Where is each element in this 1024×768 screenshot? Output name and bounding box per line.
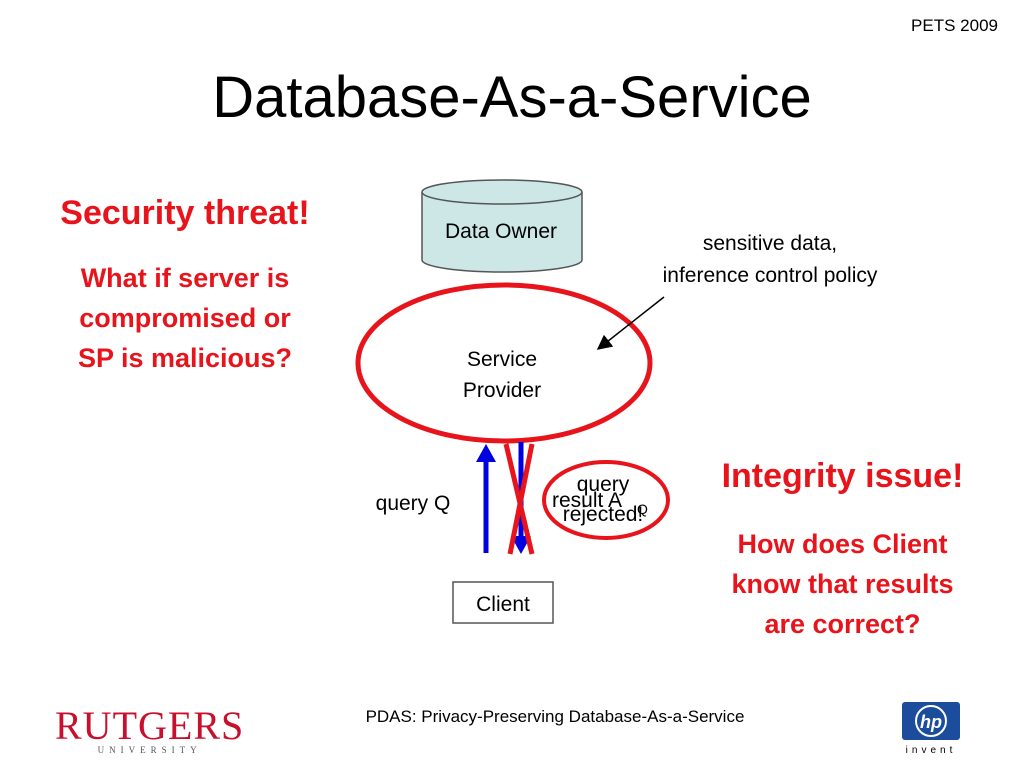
security-line: What if server is bbox=[80, 263, 290, 293]
result-label-text: result A bbox=[552, 489, 622, 512]
rutgers-wordmark: RUTGERS bbox=[55, 703, 245, 748]
hp-logo-mark: hp invent bbox=[902, 702, 960, 756]
client-label: Client bbox=[476, 593, 530, 616]
hp-tagline: invent bbox=[906, 745, 957, 756]
security-threat-body: What if server is compromised or SP is m… bbox=[20, 258, 350, 378]
integrity-issue-body: How does Client know that results are co… bbox=[690, 524, 995, 644]
service-provider-label-line2: Provider bbox=[463, 379, 541, 402]
note-pointer-arrow bbox=[596, 296, 665, 350]
security-threat-heading: Security threat! bbox=[60, 194, 310, 232]
query-label: query Q bbox=[376, 492, 451, 515]
sensitive-data-note: sensitive data, inference control policy bbox=[620, 228, 920, 292]
service-provider-label-line1: Service bbox=[467, 348, 537, 371]
conference-label: PETS 2009 bbox=[911, 16, 998, 35]
result-label-subscript: Q bbox=[637, 501, 648, 517]
page-title: Database-As-a-Service bbox=[212, 65, 812, 130]
security-line: compromised or bbox=[79, 303, 291, 333]
integrity-line: are correct? bbox=[764, 609, 921, 639]
rutgers-logo: RUTGERS UNIVERSITY bbox=[55, 702, 244, 755]
result-label: result A Q bbox=[552, 489, 648, 517]
query-rejected-bubble: query rejected! bbox=[542, 460, 670, 540]
hp-mark-text: hp bbox=[920, 712, 942, 732]
sensitive-note-line: sensitive data, bbox=[702, 232, 838, 255]
footer-caption: PDAS: Privacy-Preserving Database-As-a-S… bbox=[365, 707, 745, 726]
rejected-line1: query bbox=[577, 473, 630, 496]
sensitive-note-line: inference control policy bbox=[662, 264, 878, 287]
data-owner-label: Data Owner bbox=[445, 220, 557, 243]
client-box: Client bbox=[452, 581, 554, 624]
rejected-line2: rejected! bbox=[563, 503, 644, 526]
integrity-line: How does Client bbox=[737, 529, 948, 559]
data-owner-cylinder: Data Owner bbox=[421, 179, 583, 273]
security-line: SP is malicious? bbox=[77, 343, 293, 373]
integrity-issue-heading: Integrity issue! bbox=[721, 457, 964, 495]
integrity-line: know that results bbox=[731, 569, 954, 599]
rutgers-subtitle: UNIVERSITY bbox=[97, 745, 202, 755]
rejection-x-mark bbox=[503, 443, 535, 555]
hp-logo: hp invent bbox=[900, 700, 962, 761]
query-arrow bbox=[476, 444, 496, 553]
service-provider: Service Provider bbox=[355, 282, 653, 444]
